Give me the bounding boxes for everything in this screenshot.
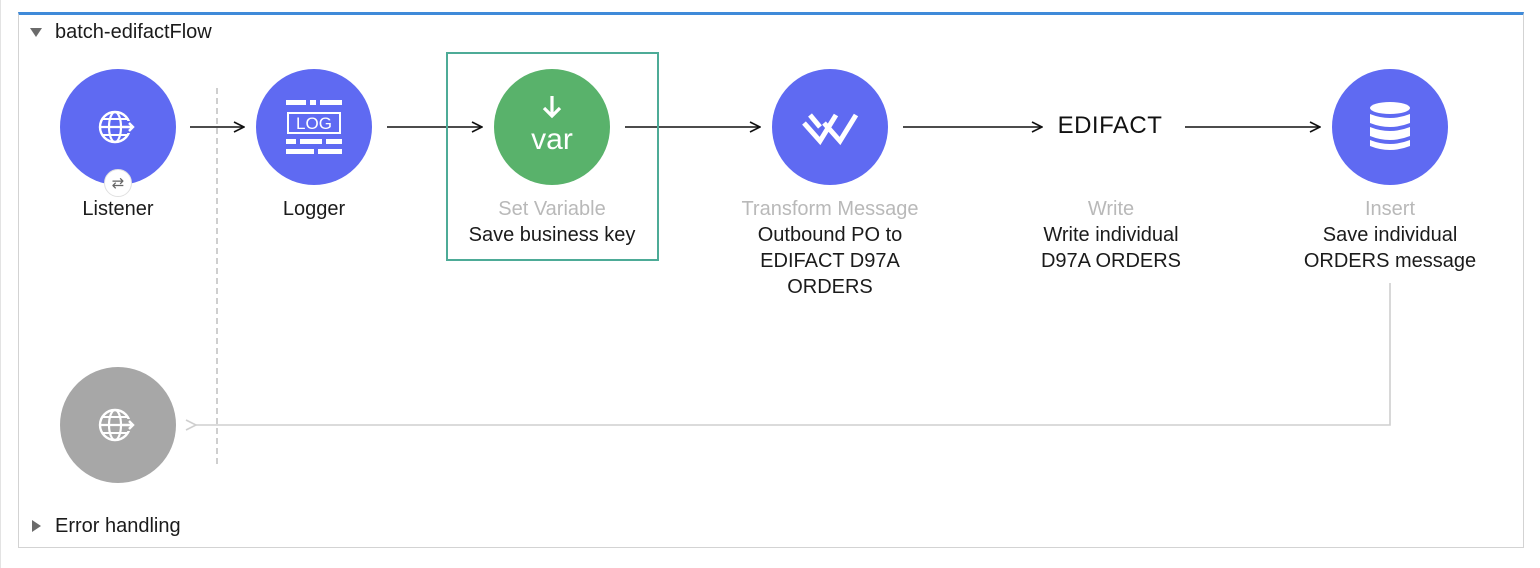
error-handling-label: Error handling (55, 514, 181, 537)
write-label: Write Write individual D97A ORDERS (1000, 196, 1222, 274)
globe-arrow-icon (98, 408, 135, 442)
flow-header[interactable]: batch-edifactFlow (30, 20, 212, 44)
listener-label: Listener (60, 196, 176, 222)
var-icon-text: var (531, 123, 573, 156)
insert-type: Insert (1364, 198, 1416, 220)
transform-message-name-line: EDIFACT D97A (760, 250, 900, 272)
logger-label: Logger (252, 196, 376, 222)
transform-message-label: Transform Message Outbound PO to EDIFACT… (710, 196, 950, 300)
flow-title: batch-edifactFlow (55, 20, 212, 43)
edifact-write-node[interactable]: EDIFACT (1057, 112, 1163, 139)
set-variable-label: Set Variable Save business key (447, 196, 657, 248)
error-handling-header[interactable]: Error handling (32, 514, 181, 538)
insert-name-line: Save individual (1322, 224, 1458, 246)
source-divider-line (216, 88, 218, 464)
globe-arrow-icon (98, 110, 135, 144)
var-icon: var (531, 96, 573, 156)
collapse-triangle-icon[interactable] (30, 27, 42, 37)
listener-name: Listener (82, 198, 154, 220)
log-icon-text: LOG (296, 114, 332, 133)
write-name-line: D97A ORDERS (1040, 250, 1182, 272)
insert-label: Insert Save individual ORDERS message (1278, 196, 1502, 274)
left-edge-line (0, 0, 1, 568)
expand-triangle-icon[interactable] (32, 520, 41, 532)
transform-message-name-line: ORDERS (787, 276, 873, 298)
insert-node[interactable] (1332, 69, 1448, 185)
selection-box (446, 52, 659, 261)
listener-badge-icon: ⇄ (104, 169, 132, 197)
listener-response-node[interactable] (60, 367, 176, 483)
set-variable-type: Set Variable (498, 198, 606, 220)
listener-node[interactable] (60, 69, 176, 185)
transform-message-node[interactable] (772, 69, 888, 185)
flow-container (18, 12, 1524, 548)
connector-return (196, 283, 1391, 425)
set-variable-node[interactable]: var (494, 69, 610, 185)
logger-node[interactable]: LOG (256, 69, 372, 185)
write-name-line: Write individual (1043, 224, 1179, 246)
insert-name-line: ORDERS message (1303, 250, 1477, 272)
set-variable-name: Save business key (468, 224, 636, 246)
database-icon (1370, 102, 1410, 150)
write-type: Write (1087, 198, 1135, 220)
dataweave-icon (802, 113, 859, 146)
transform-message-name-line: Outbound PO to (757, 224, 903, 246)
logger-name: Logger (282, 198, 346, 220)
log-icon: LOG (286, 100, 342, 154)
transform-message-type: Transform Message (741, 198, 919, 220)
